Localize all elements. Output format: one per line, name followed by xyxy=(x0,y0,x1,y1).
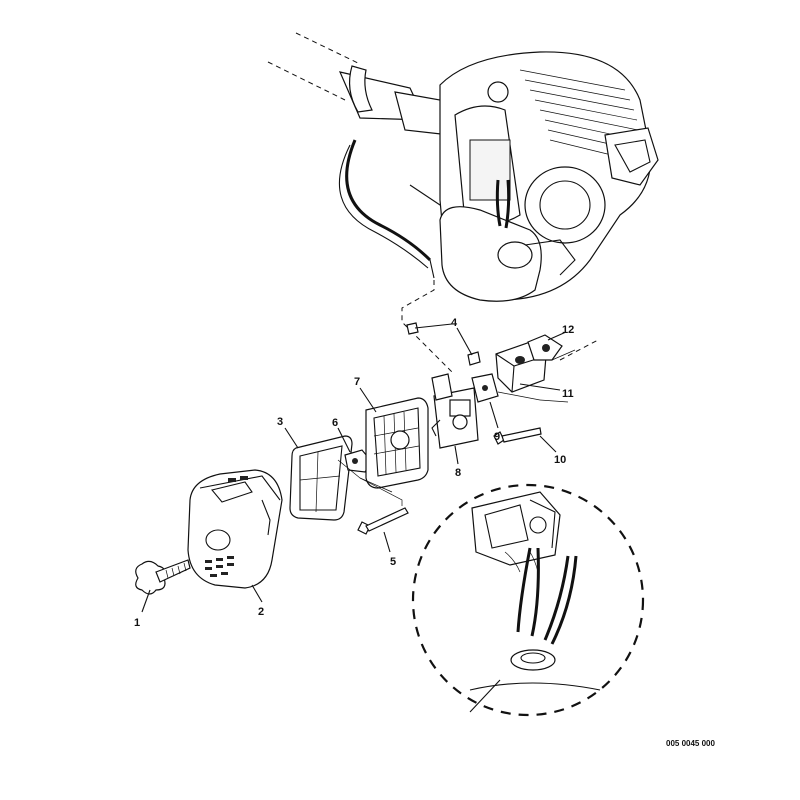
part-knob xyxy=(135,559,191,595)
part-carburetor xyxy=(431,373,479,449)
callout-2: 2 xyxy=(258,606,264,618)
part-screw-5 xyxy=(357,507,409,535)
diagram-reference-code: 005 0045 000 xyxy=(666,739,715,748)
callout-10: 10 xyxy=(554,454,566,466)
alignment-lines xyxy=(337,339,599,506)
callout-3: 3 xyxy=(277,416,283,428)
callout-9: 9 xyxy=(494,431,500,443)
part-screw-10 xyxy=(493,427,542,445)
callout-5: 5 xyxy=(390,556,396,568)
callout-12: 12 xyxy=(562,324,574,336)
callout-4: 4 xyxy=(451,317,458,329)
callout-labels: 1 2 3 4 5 6 7 8 9 10 11 12 xyxy=(134,317,574,629)
assembly-leader-line xyxy=(401,280,453,373)
callout-6: 6 xyxy=(332,417,338,429)
part-air-filter xyxy=(289,435,353,521)
detail-view xyxy=(411,483,645,717)
part-filter-base xyxy=(365,397,429,489)
engine-assembly xyxy=(267,32,659,302)
part-air-filter-cover xyxy=(187,469,283,589)
callout-8: 8 xyxy=(455,467,461,479)
callout-7: 7 xyxy=(354,376,360,388)
callout-1: 1 xyxy=(134,617,140,629)
callout-leaders xyxy=(141,323,567,613)
part-gasket-12 xyxy=(527,334,563,361)
callout-11: 11 xyxy=(562,388,574,400)
part-gasket-9 xyxy=(471,373,499,403)
part-bushings xyxy=(406,322,481,366)
